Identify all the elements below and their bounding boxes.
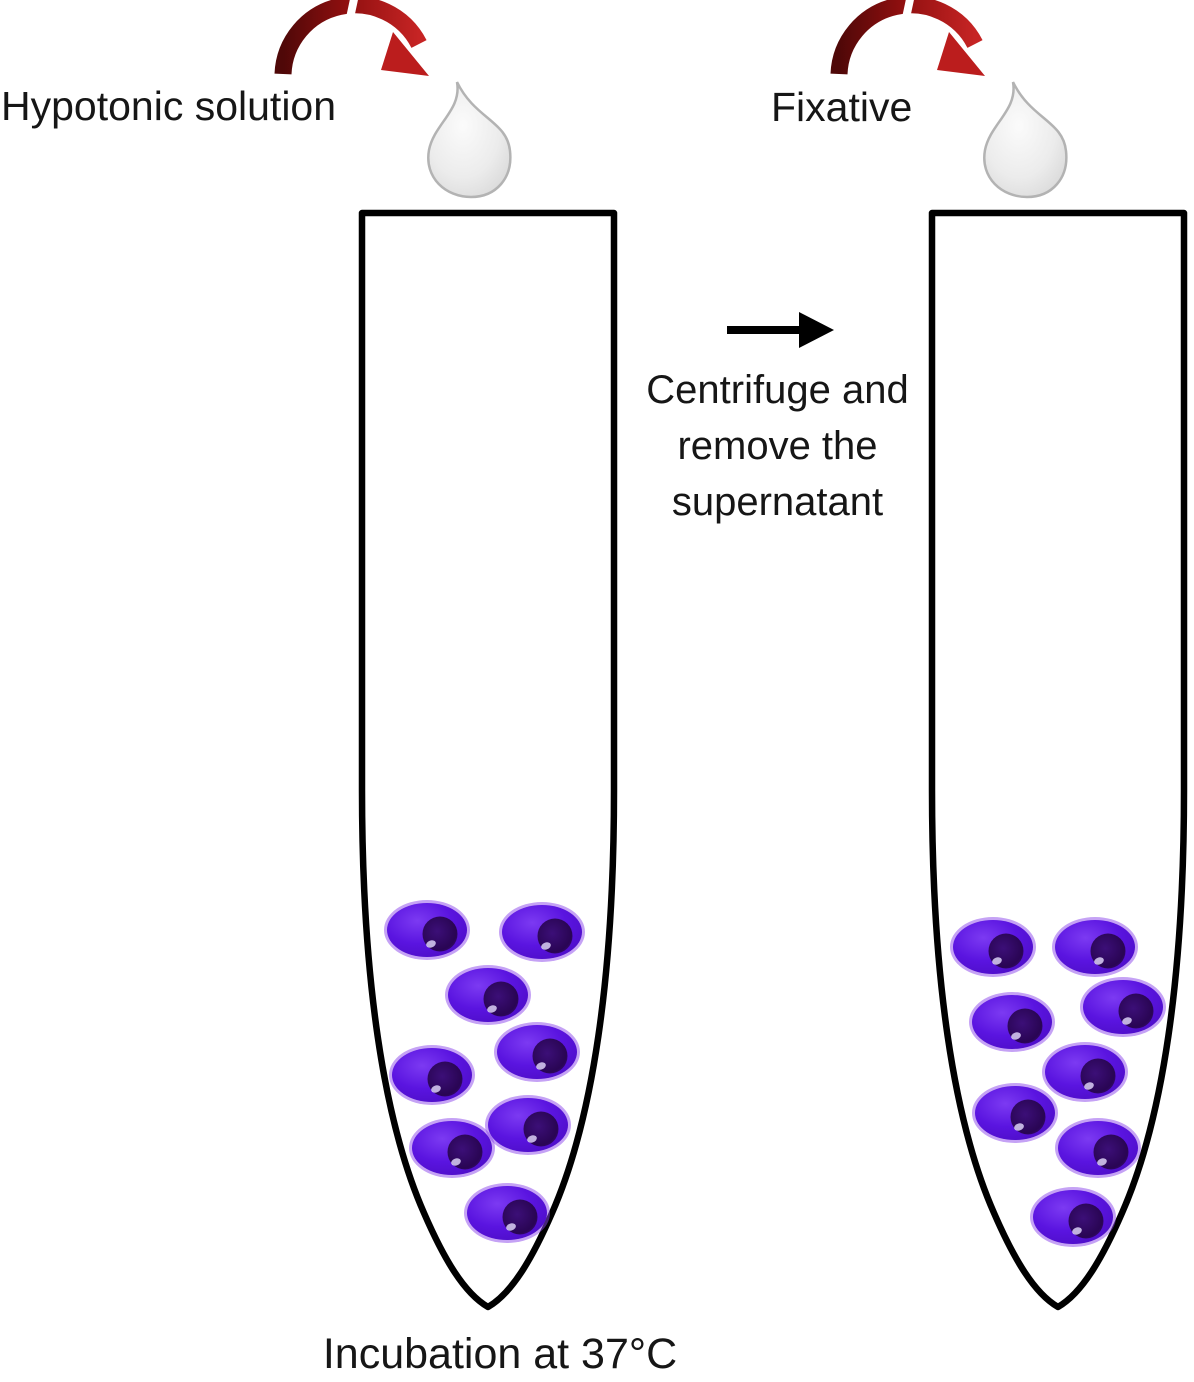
cell	[972, 1083, 1058, 1143]
cell	[1055, 1118, 1141, 1178]
cell	[950, 917, 1036, 977]
hypotonic-label: Hypotonic solution	[1, 83, 337, 129]
cell	[494, 1022, 580, 1082]
cell	[445, 965, 531, 1025]
cell	[1030, 1187, 1116, 1247]
cell	[1080, 977, 1166, 1037]
cell	[1042, 1042, 1128, 1102]
right-arrow-icon	[727, 312, 834, 348]
cell	[409, 1118, 495, 1178]
cell	[384, 900, 470, 960]
centrifuge-step-label: Centrifuge and remove the supernatant	[620, 362, 935, 530]
centrifuge-line-3: supernatant	[671, 480, 884, 524]
cell	[1052, 917, 1138, 977]
incubation-caption: Incubation at 37°C	[322, 1330, 678, 1378]
cell	[485, 1095, 571, 1155]
fixative-label: Fixative	[771, 84, 913, 130]
cell	[464, 1183, 550, 1243]
cell	[499, 902, 585, 962]
cell	[389, 1045, 475, 1105]
centrifuge-line-1: Centrifuge and	[646, 368, 909, 412]
centrifuge-line-2: remove the	[677, 424, 878, 468]
cell	[969, 992, 1055, 1052]
